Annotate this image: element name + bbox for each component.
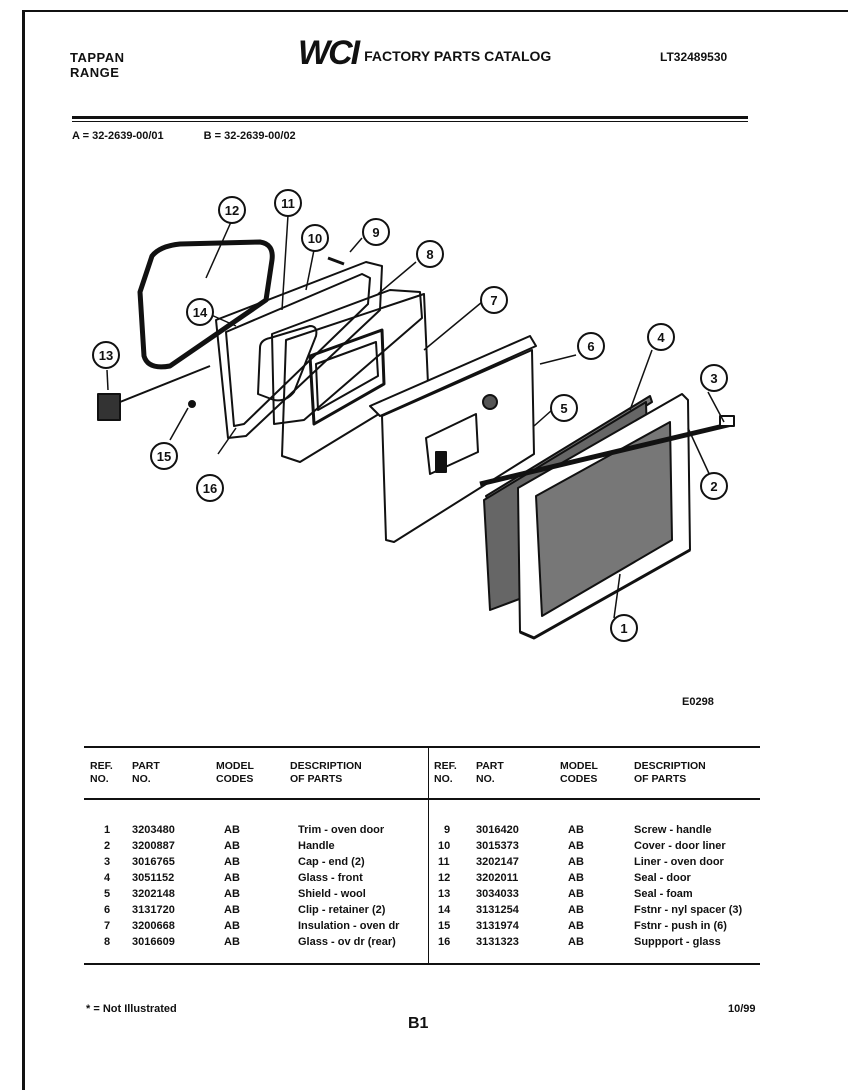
catalog-number: LT32489530 xyxy=(660,50,728,64)
page-number: B1 xyxy=(408,1015,429,1032)
svg-text:9: 9 xyxy=(372,225,379,240)
wci-logo: WCI xyxy=(298,34,360,72)
svg-text:8: 8 xyxy=(426,247,433,262)
callout-3: 3 xyxy=(700,364,728,392)
callout-14: 14 xyxy=(186,298,214,326)
callout-4: 4 xyxy=(647,323,675,351)
callout-16: 16 xyxy=(196,474,224,502)
product-name: RANGE xyxy=(70,65,120,80)
callout-12: 12 xyxy=(218,196,246,224)
header-rule xyxy=(72,116,748,119)
revision-date: 10/99 xyxy=(728,1003,756,1015)
callout-5: 5 xyxy=(550,394,578,422)
svg-text:16: 16 xyxy=(203,481,217,496)
svg-text:7: 7 xyxy=(490,293,497,308)
brand-block: TAPPAN RANGE xyxy=(70,50,125,80)
not-illustrated-note: * = Not Illustrated xyxy=(86,1003,177,1015)
svg-text:11: 11 xyxy=(281,196,295,211)
callout-13: 13 xyxy=(92,341,120,369)
diagram-code: E0298 xyxy=(682,696,714,708)
callout-1: 1 xyxy=(610,614,638,642)
svg-text:10: 10 xyxy=(308,231,322,246)
svg-text:3: 3 xyxy=(710,371,717,386)
svg-text:2: 2 xyxy=(710,479,717,494)
svg-text:13: 13 xyxy=(99,348,113,363)
svg-text:15: 15 xyxy=(157,449,171,464)
svg-text:4: 4 xyxy=(657,330,665,345)
callout-8: 8 xyxy=(416,240,444,268)
callout-2: 2 xyxy=(700,472,728,500)
catalog-title: FACTORY PARTS CATALOG xyxy=(364,48,552,64)
catalog-title-block: WCI FACTORY PARTS CATALOG xyxy=(298,36,551,70)
table-bottom-rule xyxy=(84,963,760,965)
header-rule-thin xyxy=(72,121,748,122)
callout-10: 10 xyxy=(301,224,329,252)
table-divider xyxy=(428,748,429,964)
model-legend: A = 32-2639-00/01 B = 32-2639-00/02 xyxy=(72,130,296,142)
svg-text:5: 5 xyxy=(560,401,567,416)
exploded-door-diagram: 12 11 10 9 8 7 6 5 4 3 2 1 14 13 15 16 xyxy=(92,189,735,642)
svg-text:1: 1 xyxy=(620,621,627,636)
svg-text:12: 12 xyxy=(225,203,239,218)
callout-11: 11 xyxy=(274,189,302,217)
page-border xyxy=(22,10,848,1090)
table-header-rule xyxy=(84,798,760,800)
brand-name: TAPPAN xyxy=(70,50,125,65)
col-ref: REF.NO. xyxy=(434,760,457,785)
callout-9: 9 xyxy=(362,218,390,246)
svg-text:6: 6 xyxy=(587,339,594,354)
svg-text:14: 14 xyxy=(193,305,208,320)
table-top-rule xyxy=(84,746,760,748)
callout-15: 15 xyxy=(150,442,178,470)
model-b: B = 32-2639-00/02 xyxy=(203,130,296,142)
col-ref: REF.NO. xyxy=(90,760,113,785)
model-a: A = 32-2639-00/01 xyxy=(72,130,164,142)
callout-7: 7 xyxy=(480,286,508,314)
callout-6: 6 xyxy=(577,332,605,360)
